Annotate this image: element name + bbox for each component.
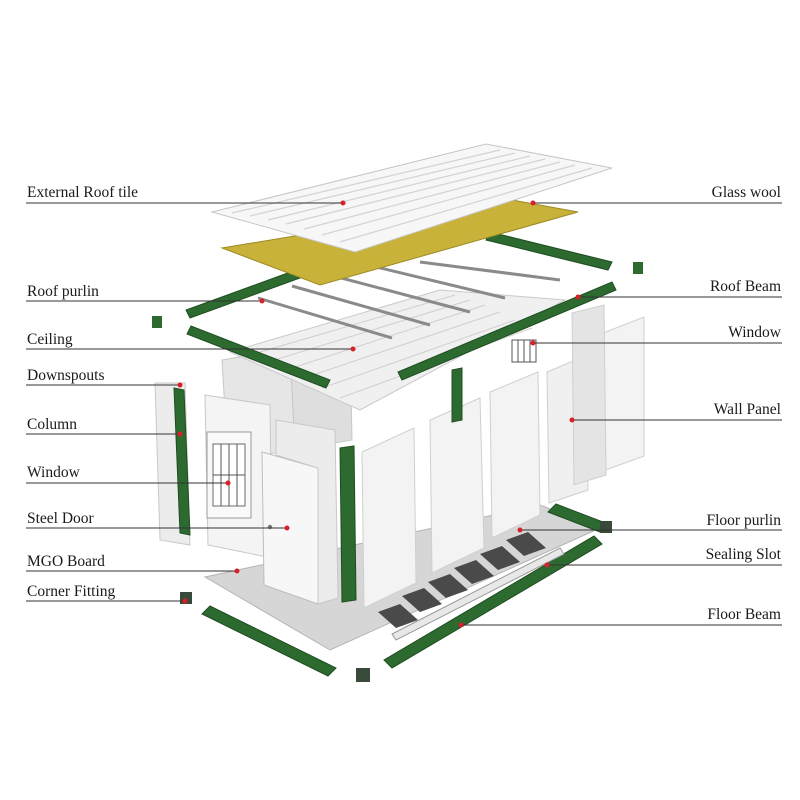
label-steel-door: Steel Door [27, 510, 95, 527]
label-roof-beam: Roof Beam [710, 278, 781, 295]
dot-wall-panel [570, 418, 575, 423]
label-wall-panel: Wall Panel [714, 401, 781, 418]
dot-downspouts [178, 383, 183, 388]
dot-ceiling [351, 347, 356, 352]
dot-glass-wool [531, 201, 536, 206]
label-floor-beam: Floor Beam [707, 606, 781, 623]
dot-roof-purlin [260, 299, 265, 304]
dot-column [178, 432, 183, 437]
label-roof-purlin: Roof purlin [27, 283, 99, 300]
label-downspouts: Downspouts [27, 367, 105, 384]
wall-panel-1 [362, 428, 416, 608]
dot-window-right [531, 341, 536, 346]
window-left-frame [207, 432, 251, 518]
label-mgo-board: MGO Board [27, 553, 105, 570]
dot-corner-fitting [183, 599, 188, 604]
roof-beam-back [486, 232, 612, 270]
roof-layers [212, 144, 612, 285]
labels-right: Glass wool Roof Beam Window Wall Panel F… [706, 184, 782, 623]
dot-sealing-slot [545, 563, 550, 568]
wall-panel-2 [430, 398, 484, 573]
door-handle [268, 525, 272, 529]
corner-fitting-back-right [600, 521, 612, 533]
label-corner-fitting: Corner Fitting [27, 583, 116, 600]
labels-left: External Roof tile Roof purlin Ceiling D… [27, 184, 138, 600]
dot-mgo-board [235, 569, 240, 574]
label-ceiling: Ceiling [27, 331, 73, 348]
wall-panel-3 [490, 372, 540, 538]
label-external-roof-tile: External Roof tile [27, 184, 138, 201]
dot-roof-beam [576, 295, 581, 300]
label-window-right: Window [728, 324, 782, 341]
corner-fitting-front-right [356, 668, 370, 682]
column-front-right [340, 446, 356, 602]
dot-external-roof-tile [341, 201, 346, 206]
dot-window-left [226, 481, 231, 486]
dot-steel-door [285, 526, 290, 531]
label-window-left: Window [27, 464, 81, 481]
roof-corner-fitting-left [152, 316, 162, 328]
column-back-right [452, 368, 462, 422]
dot-floor-beam [459, 623, 464, 628]
label-sealing-slot: Sealing Slot [706, 546, 782, 563]
dot-floor-purlin [518, 528, 523, 533]
wall-panel-6 [572, 305, 606, 485]
label-glass-wool: Glass wool [712, 184, 781, 201]
roof-corner-fitting-right [633, 262, 643, 274]
label-floor-purlin: Floor purlin [707, 512, 782, 529]
label-column: Column [27, 416, 77, 433]
